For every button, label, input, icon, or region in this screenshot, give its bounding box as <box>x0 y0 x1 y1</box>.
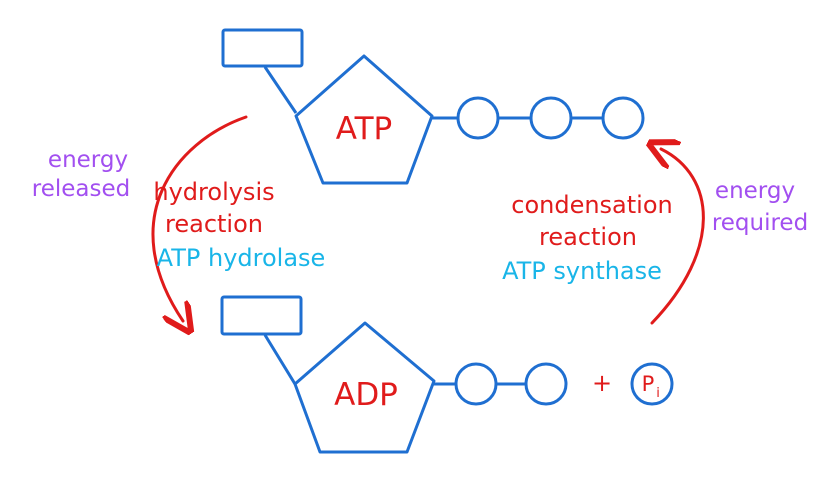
atp-adenine-box <box>221 28 304 68</box>
atp-phosphate-2 <box>529 96 573 140</box>
energy-released-line-2: released <box>32 176 130 202</box>
energy-released-line-1: energy <box>48 147 128 173</box>
condensation-arrow <box>652 149 705 325</box>
adp-label: ADP <box>334 377 398 413</box>
condensation-reaction-line-1: condensation <box>511 191 672 219</box>
hydrolysis-reaction-line-1: hydrolysis <box>153 178 274 206</box>
atp-phosphate-3 <box>601 96 645 140</box>
energy-required-line-2: required <box>712 210 808 236</box>
atp-ribose-pentagon <box>294 54 434 185</box>
adp-phosphate-1 <box>454 362 498 406</box>
adp-phosphate-2 <box>524 362 568 406</box>
adp-ribose-pentagon <box>293 321 436 454</box>
hydrolysis-reaction-line-2: reaction <box>165 210 263 238</box>
atp-phosphate-1 <box>456 96 500 140</box>
adp-base-sugar-bond <box>263 334 297 385</box>
condensation-reaction-line-2: reaction <box>539 223 637 251</box>
inorganic-phosphate-circle <box>630 362 674 406</box>
atp-hydrolase-label: ATP hydrolase <box>157 244 326 272</box>
phosphate-label: P <box>642 372 655 396</box>
plus-sign: + <box>592 369 612 397</box>
adp-adenine-box <box>220 295 303 336</box>
hydrolysis-arrow <box>151 115 248 321</box>
atp-synthase-label: ATP synthase <box>502 257 662 285</box>
adp-molecule: ADP + P i <box>220 295 674 454</box>
phosphate-subscript: i <box>656 386 660 401</box>
atp-base-sugar-bond <box>263 66 298 114</box>
atp-label: ATP <box>336 111 392 147</box>
atp-molecule: ATP <box>221 28 645 185</box>
energy-required-line-1: energy <box>715 178 795 204</box>
